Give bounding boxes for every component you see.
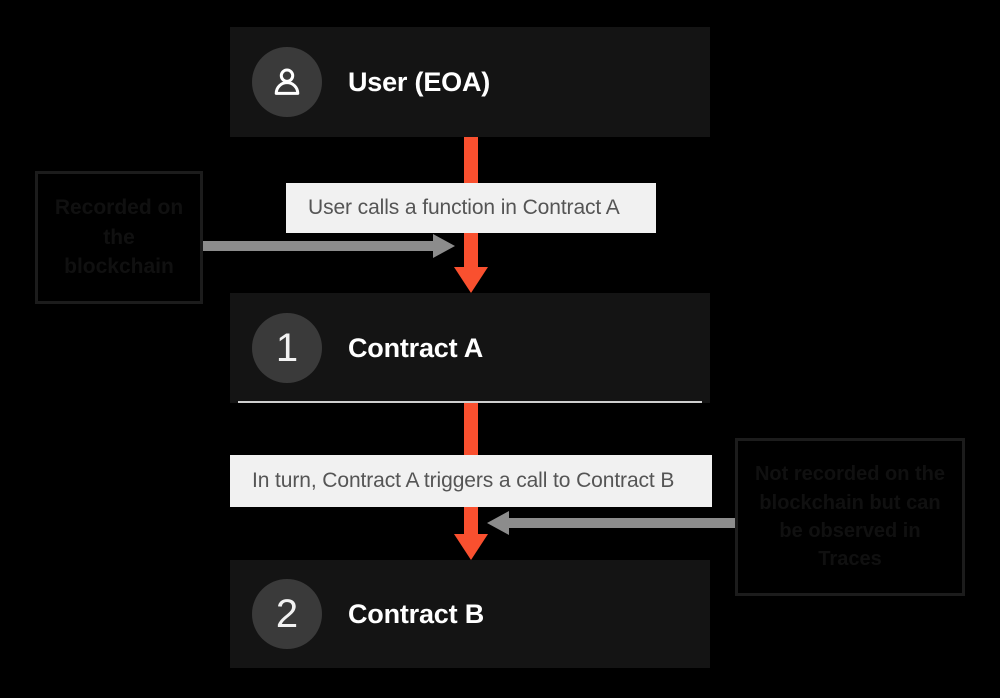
node-user-label: User (EOA) bbox=[348, 66, 491, 97]
step-number-badge-1: 1 bbox=[252, 313, 322, 383]
pointer-shaft bbox=[203, 241, 433, 251]
step-number-1: 1 bbox=[275, 326, 299, 370]
person-icon bbox=[274, 68, 300, 95]
pointer-head bbox=[433, 234, 455, 258]
step-number-badge-2: 2 bbox=[252, 579, 322, 649]
pointer-arrow-left-icon bbox=[487, 511, 735, 535]
node-contract-a-underline bbox=[238, 401, 702, 403]
node-contract-a[interactable]: 1 Contract A bbox=[230, 293, 710, 403]
callout-recorded-on-blockchain: Recorded on the blockchain bbox=[35, 171, 203, 304]
pointer-head bbox=[487, 511, 509, 535]
person-avatar-badge bbox=[252, 47, 322, 117]
step-number-2: 2 bbox=[275, 592, 299, 636]
arrow-head-down-icon bbox=[454, 267, 488, 293]
step-label-1: User calls a function in Contract A bbox=[286, 183, 656, 233]
node-contract-b-label: Contract B bbox=[348, 598, 485, 629]
step-label-2: In turn, Contract A triggers a call to C… bbox=[230, 455, 712, 507]
callout-not-recorded-on-blockchain: Not recorded on the blockchain but can b… bbox=[735, 438, 965, 596]
pointer-arrow-right-icon bbox=[203, 234, 455, 258]
node-user[interactable]: User (EOA) bbox=[230, 27, 710, 137]
node-contract-a-label: Contract A bbox=[348, 332, 484, 363]
node-contract-b[interactable]: 2 Contract B bbox=[230, 560, 710, 668]
pointer-shaft bbox=[509, 518, 735, 528]
arrow-head-down-icon bbox=[454, 534, 488, 560]
